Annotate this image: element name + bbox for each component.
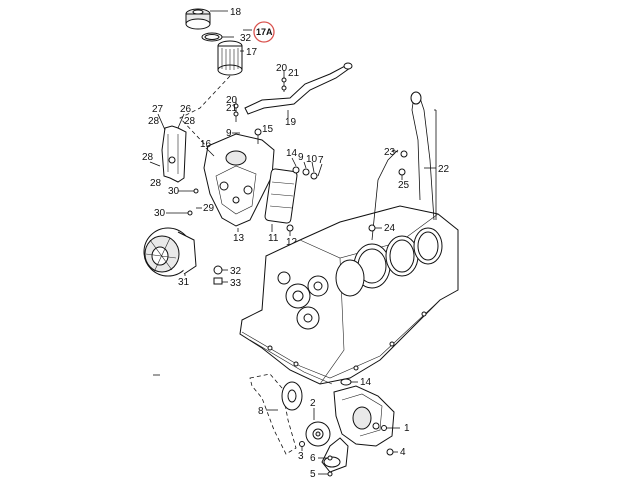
part-label-15: 15 <box>262 124 274 135</box>
part-label-28c: 28 <box>142 152 154 163</box>
leader-lines-left <box>149 113 202 216</box>
part-label-22: 22 <box>438 164 450 175</box>
oil-pump-body[interactable] <box>333 385 395 447</box>
bolts-20-21 <box>233 70 287 122</box>
part-label-16: 16 <box>200 139 212 150</box>
oil-filter-seal-ring[interactable] <box>201 32 223 42</box>
plug-14-bottom <box>340 378 358 386</box>
part-label-2: 2 <box>310 398 316 409</box>
drive-chain[interactable] <box>249 373 297 455</box>
part-label-9b: 9 <box>298 152 304 163</box>
bolt-4 <box>386 448 398 456</box>
part-label-12: 12 <box>286 237 298 248</box>
part-label-10: 10 <box>306 154 318 165</box>
bolt-5 <box>318 471 333 477</box>
mounting-bracket[interactable] <box>161 125 187 183</box>
part-label-32b: 32 <box>230 266 242 277</box>
part-label-23: 23 <box>384 147 396 158</box>
part-label-8: 8 <box>258 406 264 417</box>
part-label-3: 3 <box>298 451 304 462</box>
part-label-20b: 20 <box>226 95 238 106</box>
plugs-32-33 <box>213 265 228 285</box>
part-label-20a: 20 <box>276 63 288 74</box>
part-label-5: 5 <box>310 469 316 480</box>
part-label-17a: 17A <box>256 27 273 37</box>
part-label-18: 18 <box>230 7 242 18</box>
oil-filter-element[interactable] <box>217 40 243 76</box>
chain-sprocket[interactable] <box>281 381 303 411</box>
bolt-24 <box>368 224 382 232</box>
part-label-19: 19 <box>285 117 297 128</box>
oil-filter-cap[interactable] <box>185 8 211 30</box>
part-label-28b: 28 <box>184 116 196 127</box>
bolt-15 <box>254 128 262 144</box>
part-label-31: 31 <box>178 277 190 288</box>
part-label-28a: 28 <box>148 116 160 127</box>
part-label-7: 7 <box>318 155 324 166</box>
part-label-4: 4 <box>400 447 406 458</box>
part-label-17: 17 <box>246 47 258 58</box>
part-label-24: 24 <box>384 223 396 234</box>
part-label-14b: 14 <box>360 377 372 388</box>
part-label-9a: 9 <box>226 128 232 139</box>
dipstick-guide-tube[interactable] <box>244 62 353 115</box>
part-label-29: 29 <box>203 203 215 214</box>
part-label-14a: 14 <box>286 148 298 159</box>
bolt-25 <box>398 168 406 180</box>
part-label-30a: 30 <box>168 186 180 197</box>
part-label-28d: 28 <box>150 178 162 189</box>
part-label-25: 25 <box>398 180 410 191</box>
oil-cooler[interactable] <box>264 168 298 224</box>
bolt-1 <box>381 425 400 431</box>
part-label-27: 27 <box>152 104 164 115</box>
highlight-circle-17a[interactable]: 17A <box>253 21 275 43</box>
oil-pump-gear[interactable] <box>305 421 331 447</box>
part-label-33: 33 <box>230 278 242 289</box>
part-label-26: 26 <box>180 104 192 115</box>
bolt-3 <box>299 441 305 451</box>
part-label-21a: 21 <box>288 68 300 79</box>
part-label-1: 1 <box>404 423 410 434</box>
oil-filter-housing[interactable] <box>203 133 275 227</box>
leader-lines-filter <box>179 10 252 151</box>
part-label-30b: 30 <box>154 208 166 219</box>
cooler-fittings <box>291 157 323 180</box>
water-pump-impeller[interactable] <box>143 227 197 277</box>
part-label-11: 11 <box>268 233 279 244</box>
part-label-13: 13 <box>233 233 245 244</box>
part-label-6: 6 <box>310 453 316 464</box>
part-label-32: 32 <box>240 33 252 44</box>
part-label-21b: 21 <box>226 103 238 114</box>
bolt-12 <box>286 224 294 236</box>
bolt-6 <box>318 455 333 461</box>
engine-block[interactable] <box>239 205 459 385</box>
